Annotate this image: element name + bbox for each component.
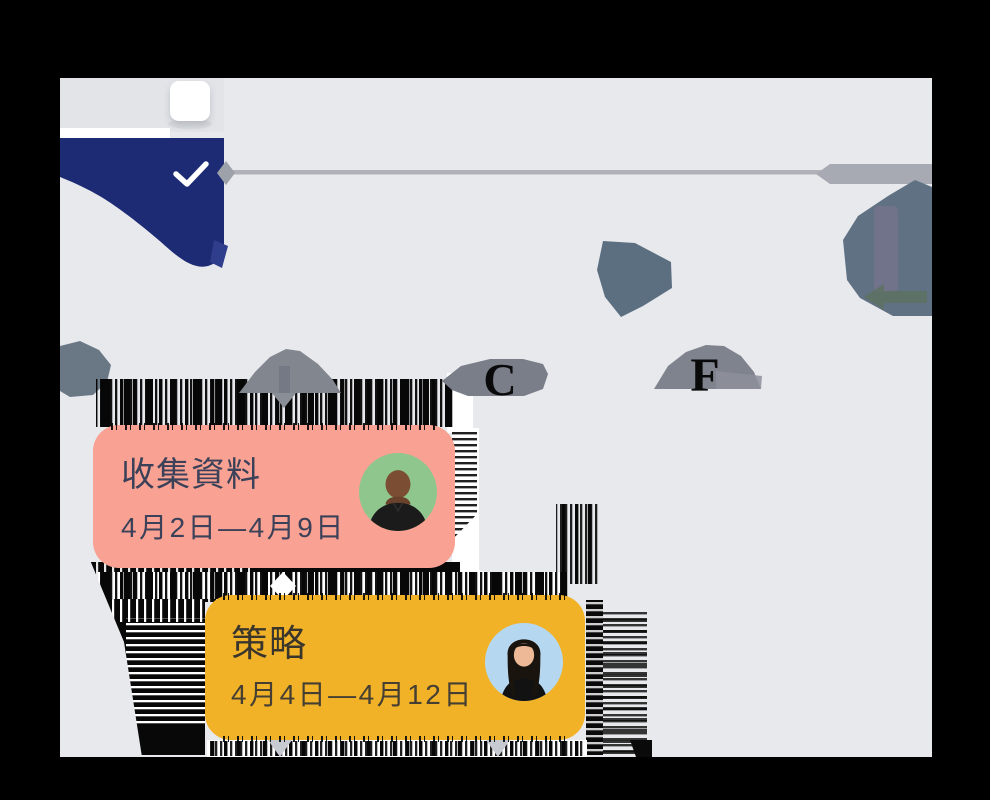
task-date-range: 4月2日—4月9日 (121, 512, 346, 543)
glitch-barcode-2 (209, 741, 585, 756)
task-card-collect-data[interactable]: 收集資料 4月2日—4月9日 (93, 423, 455, 568)
glitch-letter-c: C (483, 354, 516, 405)
male-avatar-figure (368, 470, 428, 531)
slate-pointer-shape (597, 241, 672, 317)
task-card-strategy[interactable]: 策略 4月4日—4月12日 (205, 593, 585, 742)
slate-inner-stripe (874, 206, 898, 292)
left-arrow-glitch-icon (864, 284, 927, 310)
glitch-ticks (223, 593, 567, 600)
female-avatar (485, 623, 563, 701)
canvas-wedge (60, 560, 142, 757)
glitch-hdash-right-2 (603, 612, 647, 755)
glitch-corner-bit (630, 740, 652, 757)
task-date-range: 4月4日—4月12日 (231, 679, 474, 710)
male-avatar (359, 453, 437, 531)
female-avatar-figure (500, 639, 548, 701)
check-blob-fragment (210, 240, 228, 268)
glitch-dense-band-stripes (586, 600, 603, 755)
task-checkbox[interactable] (170, 81, 210, 121)
timeline-diamond-marker (217, 161, 235, 185)
cloud-blob-c (442, 359, 548, 396)
checkbox-shadow (168, 119, 212, 129)
glitch-stripes-mid (556, 504, 600, 584)
gray-triangle-marker-2 (486, 740, 510, 757)
task-panel-edge (60, 128, 170, 138)
task-title: 收集資料 (121, 456, 261, 494)
glitch-column-vstripes (96, 600, 205, 622)
glitch-ticks (223, 736, 567, 742)
checkmark-icon (173, 161, 209, 187)
cloud-blob-f-patch (716, 371, 762, 389)
glitch-column-hstripes (126, 618, 205, 726)
glitch-ticks (111, 423, 437, 430)
task-title: 策略 (231, 623, 307, 664)
cloud-blob-mark (279, 366, 290, 393)
timeline-bar-segment (816, 164, 932, 184)
gray-triangle-marker (268, 740, 292, 757)
timeline-line (232, 170, 932, 175)
check-blob (60, 138, 224, 267)
cloud-blob-tip (272, 393, 296, 408)
glitch-letter-f: F (690, 349, 719, 402)
